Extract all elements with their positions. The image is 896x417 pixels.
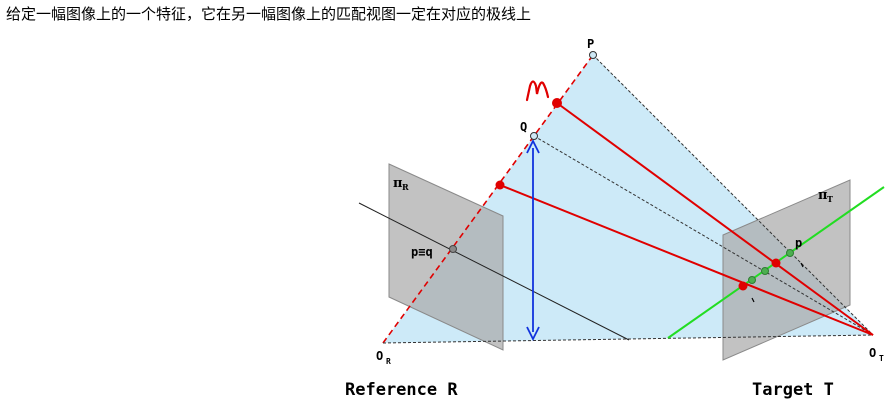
label-or: O bbox=[376, 349, 383, 363]
baseline-dotted bbox=[382, 334, 874, 344]
red-squiggle-mark bbox=[525, 80, 550, 102]
label-pq: p≡q bbox=[411, 245, 433, 259]
label-pi-t: π bbox=[818, 188, 828, 203]
target-image-plane bbox=[722, 179, 851, 361]
tick-mark-lower bbox=[751, 297, 755, 303]
label-or-sub: R bbox=[386, 357, 391, 366]
depth-arrow-head-top bbox=[526, 138, 540, 154]
sight-point-upper bbox=[552, 98, 562, 108]
p-to-ot-dotted bbox=[592, 54, 874, 336]
label-target-p: p bbox=[795, 236, 802, 250]
label-p: P bbox=[587, 37, 594, 51]
point-q bbox=[530, 132, 538, 140]
reference-image-plane bbox=[388, 163, 504, 351]
target-point-lower bbox=[738, 281, 748, 291]
sight-ray-lower bbox=[499, 184, 874, 336]
tick-mark-upper bbox=[800, 262, 804, 268]
label-pi-t-sub: T bbox=[827, 194, 833, 204]
label-ot: O bbox=[869, 346, 876, 360]
point-pq bbox=[449, 245, 457, 253]
epipolar-point-1 bbox=[786, 249, 794, 257]
reference-title: Reference R bbox=[345, 380, 458, 400]
label-q: Q bbox=[520, 120, 527, 134]
label-pi-r: π bbox=[393, 176, 403, 191]
label-pi-r-sub: R bbox=[402, 182, 409, 192]
sight-ray-upper bbox=[556, 102, 874, 336]
epipolar-point-2 bbox=[761, 267, 769, 275]
point-p bbox=[589, 51, 597, 59]
caption-text: 给定一幅图像上的一个特征，它在另一幅图像上的匹配视图一定在对应的极线上 bbox=[6, 5, 532, 23]
sight-point-lower bbox=[495, 180, 505, 190]
target-title: Target T bbox=[752, 380, 834, 400]
reference-optical-ray bbox=[358, 202, 630, 341]
label-ot-sub: T bbox=[879, 354, 884, 363]
epipolar-point-3 bbox=[748, 276, 756, 284]
target-point-upper bbox=[771, 258, 781, 268]
depth-arrow-head-bottom bbox=[526, 326, 540, 342]
q-to-ot-dotted bbox=[533, 135, 874, 336]
